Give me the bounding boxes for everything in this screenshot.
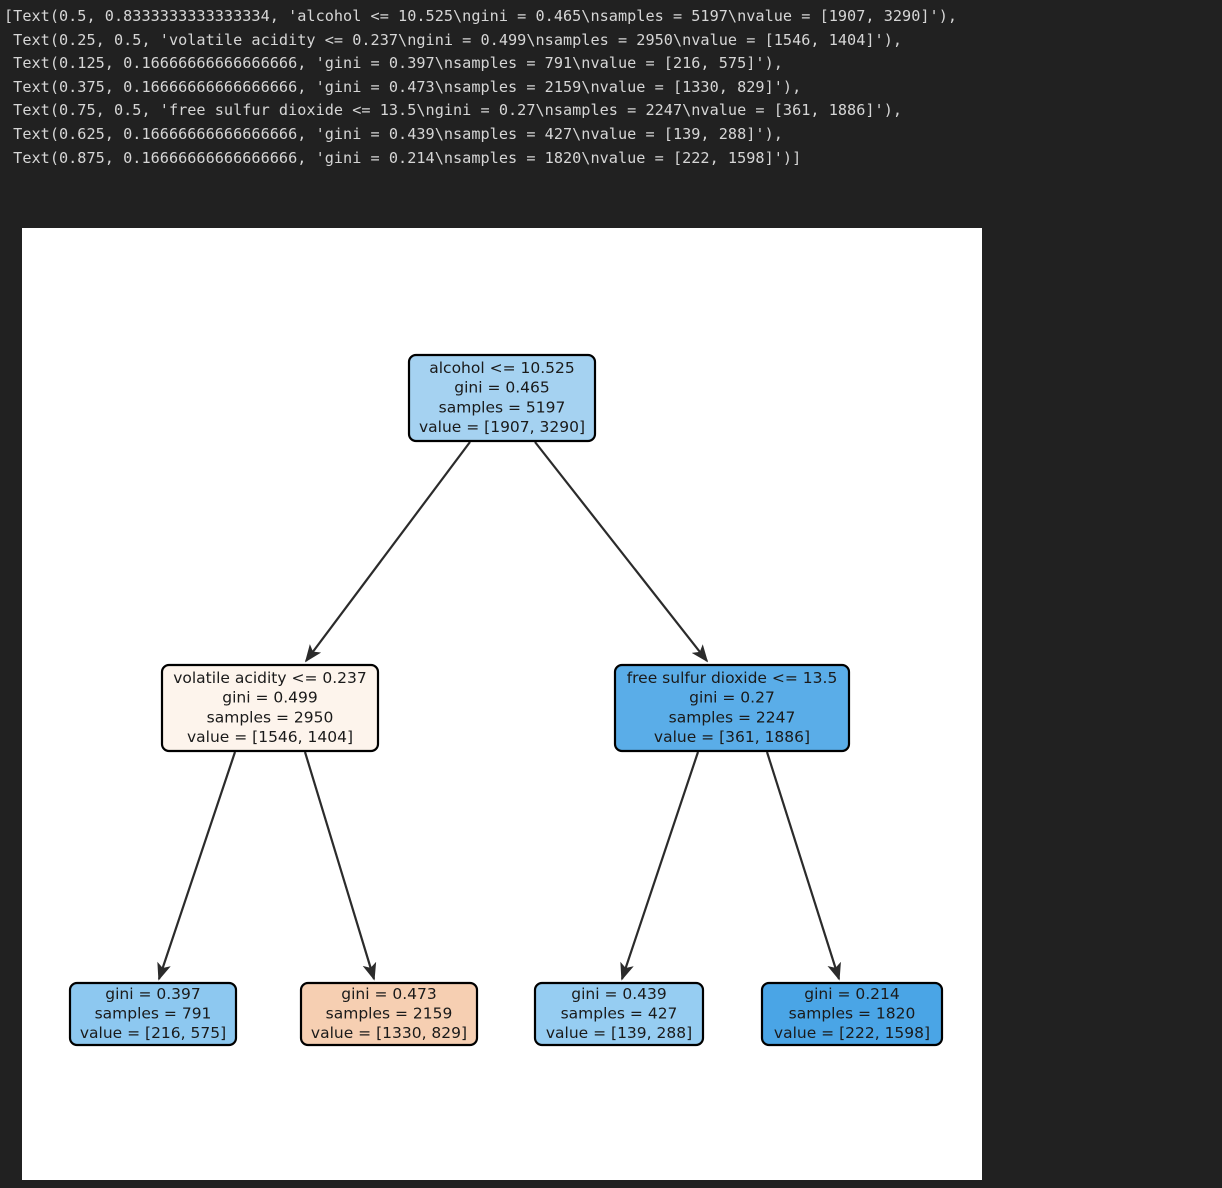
tree-node-label: value = [139, 288] <box>546 1024 692 1042</box>
tree-node-label: alcohol <= 10.525 <box>429 359 575 377</box>
console-output-text: [Text(0.5, 0.8333333333333334, 'alcohol … <box>0 0 1222 170</box>
console-line: Text(0.625, 0.16666666666666666, 'gini =… <box>4 124 783 143</box>
tree-node-box-leaf1 <box>68 981 238 1047</box>
tree-node-box-right <box>613 663 851 753</box>
tree-node-left[interactable]: volatile acidity <= 0.237 gini = 0.499sam… <box>160 663 380 753</box>
tree-node-label: value = [361, 1886] <box>654 728 810 746</box>
console-line: Text(0.375, 0.16666666666666666, 'gini =… <box>4 77 802 96</box>
tree-node-label: samples = 791 <box>95 1005 212 1023</box>
tree-node-label: gini = 0.397 <box>105 985 201 1003</box>
tree-node-label: free sulfur dioxide <= 13.5 <box>627 669 838 687</box>
tree-node-box-leaf2 <box>299 981 479 1047</box>
console-line: Text(0.75, 0.5, 'free sulfur dioxide <= … <box>4 101 903 120</box>
tree-node-label: samples = 427 <box>561 1005 678 1023</box>
tree-node-label: samples = 2159 <box>326 1005 453 1023</box>
tree-node-box-root <box>407 353 597 443</box>
tree-node-right[interactable]: free sulfur dioxide <= 13.5 gini = 0.27sa… <box>613 663 851 753</box>
console-line: Text(0.875, 0.16666666666666666, 'gini =… <box>4 148 802 167</box>
console-line: Text(0.125, 0.16666666666666666, 'gini =… <box>4 54 783 73</box>
tree-node-box-left <box>160 663 380 753</box>
tree-edge-right-to-leaf3 <box>620 751 700 981</box>
tree-node-label: gini = 0.439 <box>571 985 667 1003</box>
console-line: Text(0.25, 0.5, 'volatile acidity <= 0.2… <box>4 30 903 49</box>
tree-edges <box>157 441 841 981</box>
tree-node-label: samples = 1820 <box>789 1005 916 1023</box>
tree-node-label: samples = 2247 <box>669 708 796 726</box>
tree-edge-right-to-leaf4 <box>765 751 841 981</box>
tree-edge-left-to-leaf2 <box>303 751 377 981</box>
tree-node-label: volatile acidity <= 0.237 <box>173 669 367 687</box>
tree-node-label: value = [1546, 1404] <box>187 728 353 746</box>
tree-node-label: gini = 0.473 <box>341 985 437 1003</box>
tree-node-label: gini = 0.465 <box>454 379 550 397</box>
tree-node-label: samples = 5197 <box>439 398 566 416</box>
tree-node-label: value = [216, 575] <box>80 1024 226 1042</box>
tree-node-label: gini = 0.27 <box>689 689 775 707</box>
tree-edge-left-to-leaf1 <box>157 751 237 981</box>
tree-node-label: value = [1907, 3290] <box>419 418 585 436</box>
tree-node-label: samples = 2950 <box>207 708 334 726</box>
tree-node-label: gini = 0.499 <box>222 689 318 707</box>
tree-node-box-leaf4 <box>760 981 944 1047</box>
tree-node-label: value = [1330, 829] <box>311 1024 467 1042</box>
tree-node-box-leaf3 <box>533 981 705 1047</box>
tree-edge-root-to-right <box>534 441 709 663</box>
tree-node-label: value = [222, 1598] <box>774 1024 930 1042</box>
tree-node-label: gini = 0.214 <box>804 985 900 1003</box>
console-line: [Text(0.5, 0.8333333333333334, 'alcohol … <box>4 7 958 25</box>
tree-edge-root-to-left <box>304 441 471 663</box>
